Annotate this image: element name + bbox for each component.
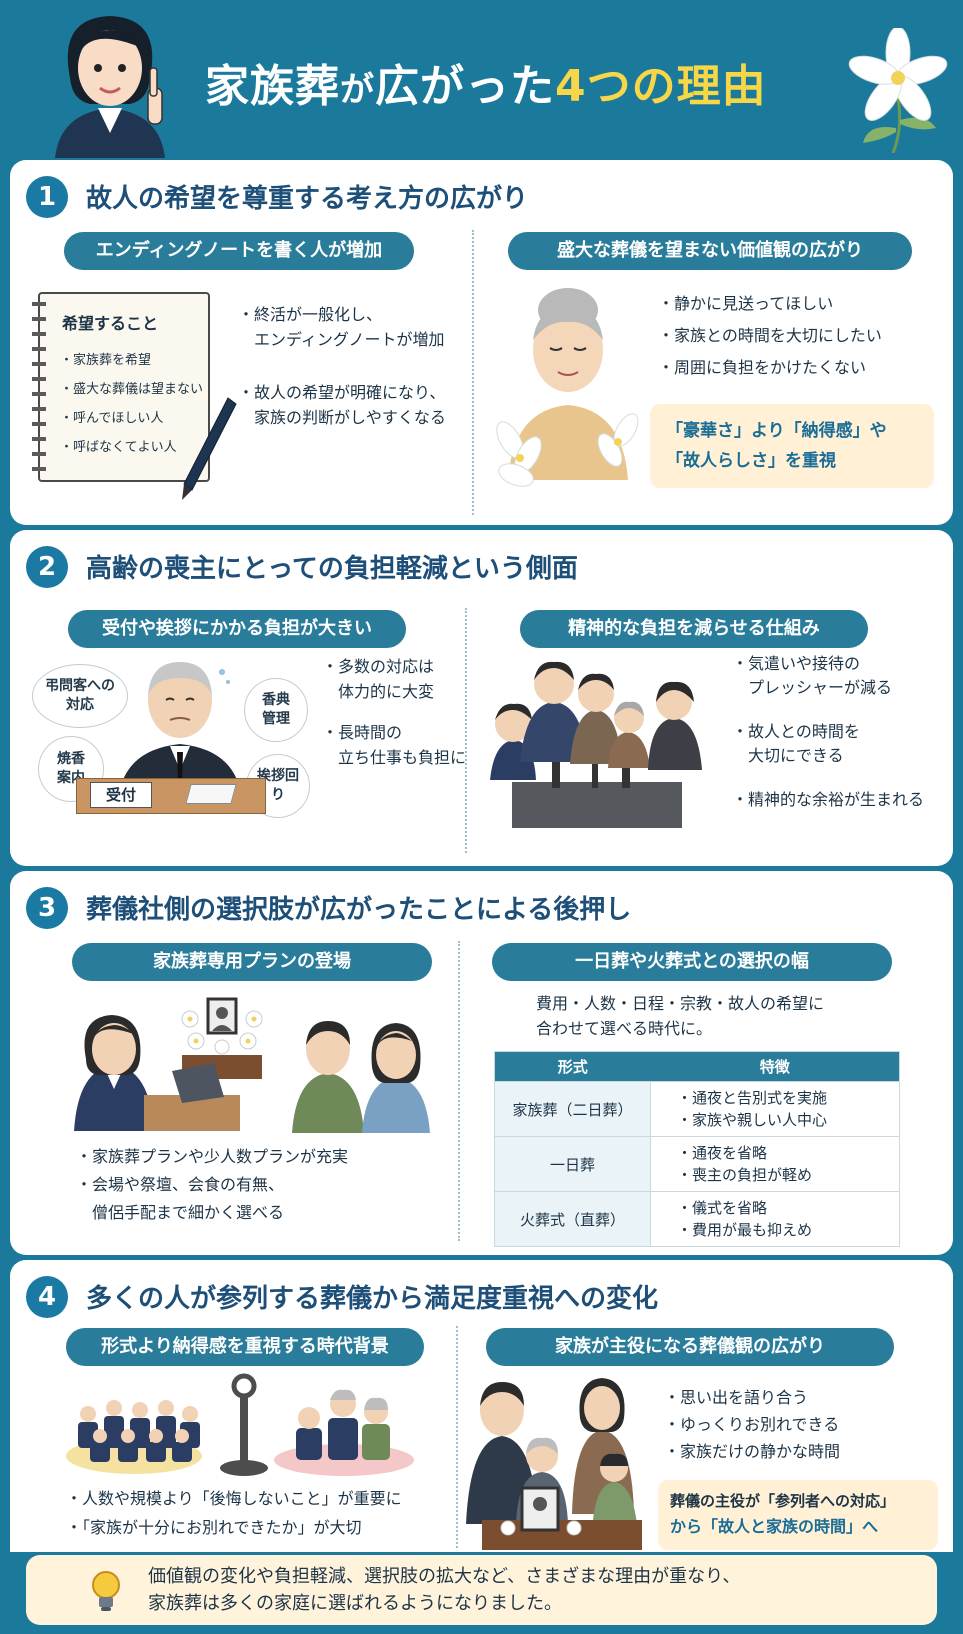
bullet-item: 体力的に大変 bbox=[322, 682, 435, 701]
table-header: 特徴 bbox=[650, 1051, 900, 1082]
section-title: 高齢の喪主にとっての負担軽減という側面 bbox=[86, 554, 578, 584]
page-header: 家族葬が広がった4つの理由 bbox=[0, 0, 963, 160]
staff-woman-icon bbox=[74, 1015, 240, 1131]
notebook-item: ・盛大な葬儀は望まない bbox=[60, 382, 204, 397]
couple-icon bbox=[292, 1021, 430, 1133]
table-cell: 火葬式（直葬） bbox=[494, 1191, 651, 1247]
notebook-rings bbox=[32, 302, 46, 472]
right-subheading: 盛大な葬儀を望まない価値観の広がり bbox=[508, 232, 912, 270]
desk-sign: 受付 bbox=[90, 782, 152, 808]
bullet-item: ・ゆっくりお別れできる bbox=[664, 1415, 840, 1434]
column-divider bbox=[465, 608, 467, 853]
notebook-items: ・家族葬を希望 ・盛大な葬儀は望まない ・呼んでほしい人 ・呼ばなくてよい人 bbox=[60, 346, 203, 462]
bullet-item: ・静かに見送ってほしい bbox=[658, 294, 834, 313]
right-subheading: 一日葬や火葬式との選択の幅 bbox=[492, 943, 892, 981]
column-divider bbox=[458, 941, 460, 1241]
left-bullets: ・多数の対応は 体力的に大変 ・長時間の 立ち仕事も負担に bbox=[322, 654, 466, 770]
small-family-icon bbox=[296, 1389, 390, 1460]
bullet-item: 大切にできる bbox=[732, 746, 844, 765]
table-header: 形式 bbox=[494, 1051, 651, 1082]
bullet-item: ・家族だけの静かな時間 bbox=[664, 1442, 841, 1461]
left-bullets: ・家族葬プランや少人数プランが充実 ・会場や祭壇、会食の有無、 僧侶手配まで細か… bbox=[76, 1143, 348, 1227]
notebook-item: ・家族葬を希望 bbox=[60, 353, 152, 368]
family-group-icon bbox=[490, 661, 702, 828]
table-row: 一日葬 ・通夜を省略・喪主の負担が軽め bbox=[494, 1136, 900, 1192]
right-subheading: 精神的な負担を減らせる仕組み bbox=[520, 610, 868, 648]
section-number: 1 bbox=[26, 176, 68, 218]
bullet-item: ・思い出を語り合う bbox=[664, 1388, 809, 1407]
section-4: 4 多くの人が参列する葬儀から満足度重視への変化 形式より納得感を重視する時代背… bbox=[10, 1260, 953, 1552]
bullet-item: ・気遣いや接待の bbox=[732, 654, 861, 673]
section-number: 3 bbox=[26, 887, 68, 929]
section-1: 1 故人の希望を尊重する考え方の広がり エンディングノートを書く人が増加 盛大な… bbox=[10, 160, 953, 525]
section-3: 3 葬儀社側の選択肢が広がったことによる後押し 家族葬専用プランの登場 一日葬や… bbox=[10, 871, 953, 1255]
table-row: 火葬式（直葬） ・儀式を省略・費用が最も抑えめ bbox=[494, 1191, 900, 1247]
section-title: 多くの人が参列する葬儀から満足度重視への変化 bbox=[86, 1284, 659, 1314]
column-divider bbox=[472, 230, 474, 515]
table-cell: ・通夜と告別式を実施・家族や親しい人中心 bbox=[650, 1081, 900, 1137]
bullet-item: ・多数の対応は bbox=[322, 657, 435, 676]
section-2: 2 高齢の喪主にとっての負担軽減という側面 受付や挨拶にかかる負担が大きい 精神… bbox=[10, 530, 953, 866]
lightbulb-icon bbox=[92, 1571, 120, 1611]
bullet-item: ・故人の希望が明確になり、 bbox=[238, 383, 446, 402]
bullet-item: ・会場や祭壇、会食の有無、 bbox=[76, 1175, 285, 1194]
notebook-item: ・呼ばなくてよい人 bbox=[60, 440, 177, 455]
bullet-item: ・家族葬プランや少人数プランが充実 bbox=[76, 1147, 349, 1166]
bullet-item: ・終活が一般化し、 bbox=[238, 305, 383, 324]
bullet-item: プレッシャーが減る bbox=[732, 678, 893, 697]
notebook-item: ・呼んでほしい人 bbox=[60, 411, 164, 426]
column-divider bbox=[456, 1326, 458, 1548]
notebook-title: 希望すること bbox=[62, 314, 159, 333]
bullet-item: ・周囲に負担をかけたくない bbox=[658, 358, 867, 377]
bullet-item: 家族の判断がしやすくなる bbox=[238, 408, 446, 427]
right-bullets: ・気遣いや接待の プレッシャーが減る ・故人との時間を 大切にできる ・精神的な… bbox=[732, 652, 924, 812]
table-row: 家族葬（二日葬） ・通夜と告別式を実施・家族や親しい人中心 bbox=[494, 1081, 900, 1137]
left-bullets: ・終活が一般化し、 エンディングノートが増加 ・故人の希望が明確になり、 家族の… bbox=[238, 302, 446, 430]
bullet-item: ・家族との時間を大切にしたい bbox=[658, 326, 882, 345]
bullet-item: ・精神的な余裕が生まれる bbox=[732, 790, 925, 809]
funeral-types-table: 形式 特徴 家族葬（二日葬） ・通夜と告別式を実施・家族や親しい人中心 一日葬 … bbox=[494, 1051, 900, 1247]
elderly-woman-icon bbox=[496, 288, 639, 487]
section-number: 2 bbox=[26, 546, 68, 588]
bullet-item: エンディングノートが増加 bbox=[238, 330, 445, 349]
bullet-item: ・人数や規模より「後悔しないこと」が重要に bbox=[66, 1489, 402, 1508]
bullet-item: ・「家族が十分にお別れできたか」が大切 bbox=[66, 1518, 362, 1537]
pen-icon bbox=[182, 397, 237, 500]
section-title: 故人の希望を尊重する考え方の広がり bbox=[86, 184, 529, 214]
right-bullets: ・静かに見送ってほしい ・家族との時間を大切にしたい ・周囲に負担をかけたくない bbox=[658, 288, 882, 384]
bullet-item: ・長時間の bbox=[322, 723, 403, 742]
task-bubble: 香典管理 bbox=[244, 678, 308, 742]
bullet-item: ・故人との時間を bbox=[732, 722, 860, 741]
bullet-item: 立ち仕事も負担に bbox=[322, 748, 467, 767]
bullet-item: 僧侶手配まで細かく選べる bbox=[76, 1203, 285, 1222]
presenter-woman-icon bbox=[55, 16, 165, 158]
table-cell: ・儀式を省略・費用が最も抑えめ bbox=[650, 1191, 900, 1247]
left-subheading: 受付や挨拶にかかる負担が大きい bbox=[68, 610, 406, 648]
guest-book bbox=[185, 784, 237, 804]
left-subheading: 形式より納得感を重視する時代背景 bbox=[66, 1328, 424, 1366]
right-subheading: 家族が主役になる葬儀観の広がり bbox=[486, 1328, 894, 1366]
section-title: 葬儀社側の選択肢が広がったことによる後押し bbox=[86, 895, 632, 925]
table-header-row: 形式 特徴 bbox=[494, 1051, 900, 1082]
right-bullets: ・思い出を語り合う ・ゆっくりお別れできる ・家族だけの静かな時間 bbox=[664, 1384, 840, 1465]
right-intro: 費用・人数・日程・宗教・故人の希望に 合わせて選べる時代に。 bbox=[536, 994, 825, 1038]
emphasis-note: 「豪華さ」より「納得感」や 「故人らしさ」を重視 bbox=[650, 404, 934, 488]
crowd-icon bbox=[66, 1373, 414, 1476]
summary-footer: 価値観の変化や負担軽減、選択肢の拡大など、さまざまな理由が重なり、 家族葬は多く… bbox=[26, 1555, 937, 1625]
incense-stand-icon bbox=[220, 1373, 268, 1476]
left-bullets: ・人数や規模より「後悔しないこと」が重要に ・「家族が十分にお別れできたか」が大… bbox=[66, 1484, 402, 1542]
family-portrait-icon bbox=[466, 1378, 642, 1550]
page-title: 家族葬が広がった4つの理由 bbox=[205, 61, 767, 112]
table-cell: 一日葬 bbox=[494, 1136, 651, 1192]
table-cell: ・通夜を省略・喪主の負担が軽め bbox=[650, 1136, 900, 1192]
emphasis-note: 葬儀の主役が「参列者への対応」 から「故人と家族の時間」へ bbox=[658, 1480, 938, 1550]
summary-text: 価値観の変化や負担軽減、選択肢の拡大など、さまざまな理由が重なり、 家族葬は多く… bbox=[148, 1566, 741, 1614]
task-bubble: 弔問客への対応 bbox=[32, 664, 128, 728]
notebook-icon: 希望すること ・家族葬を希望 ・盛大な葬儀は望まない ・呼んでほしい人 ・呼ばな… bbox=[32, 292, 210, 482]
left-subheading: エンディングノートを書く人が増加 bbox=[64, 232, 414, 270]
left-subheading: 家族葬専用プランの登場 bbox=[72, 943, 432, 981]
table-cell: 家族葬（二日葬） bbox=[494, 1081, 651, 1137]
section-number: 4 bbox=[26, 1276, 68, 1318]
lily-flower-icon bbox=[848, 28, 948, 153]
